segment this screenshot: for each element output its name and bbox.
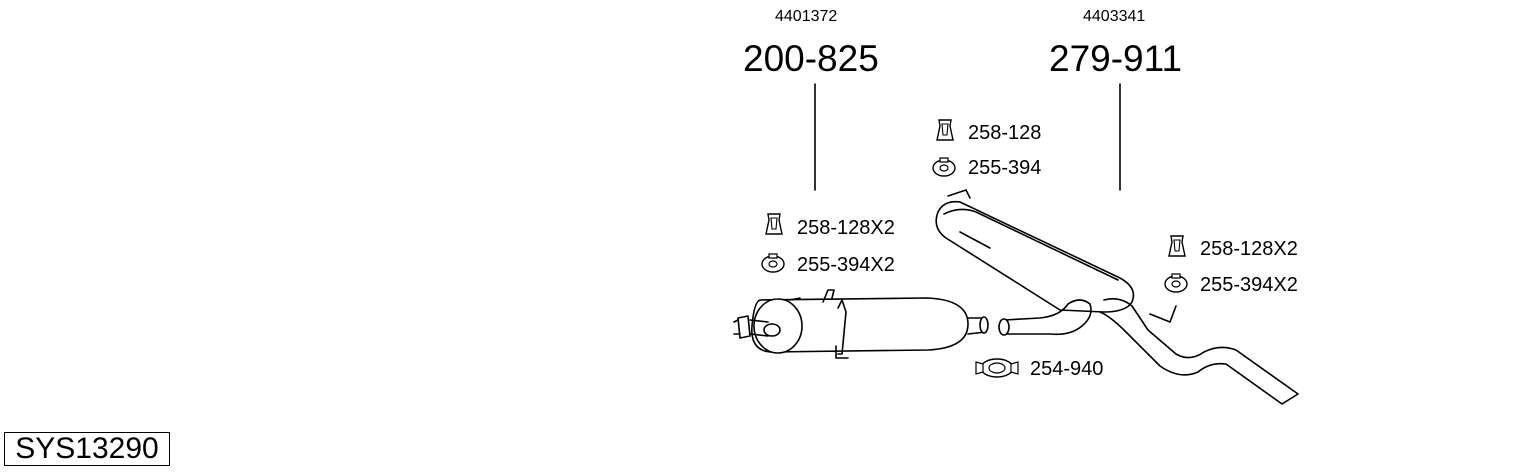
oe-number-front: 4401372 bbox=[775, 8, 838, 25]
accessory-label-clamp[interactable]: 254-940 bbox=[1030, 358, 1104, 380]
hanger-ring-icon bbox=[761, 253, 785, 273]
accessory-label-mid-rubber[interactable]: 258-128 bbox=[968, 122, 1042, 144]
front-silencer-200-825 bbox=[733, 289, 989, 359]
hanger-ring-icon bbox=[1164, 273, 1188, 293]
clamp-icon bbox=[975, 358, 1019, 378]
accessory-label-front-hanger[interactable]: 255-394X2 bbox=[797, 254, 895, 276]
rubber-mount-icon bbox=[1168, 235, 1186, 257]
accessory-label-front-rubber[interactable]: 258-128X2 bbox=[797, 217, 895, 239]
rear-silencer-279-911 bbox=[935, 189, 1299, 405]
rubber-mount-icon bbox=[936, 119, 954, 141]
system-code-box: SYS13290 bbox=[4, 432, 170, 466]
accessory-label-rear-hanger[interactable]: 255-394X2 bbox=[1200, 274, 1298, 296]
oe-number-rear: 4403341 bbox=[1083, 8, 1146, 25]
accessory-label-mid-hanger[interactable]: 255-394 bbox=[968, 157, 1042, 179]
accessory-label-rear-rubber[interactable]: 258-128X2 bbox=[1200, 238, 1298, 260]
part-number-front[interactable]: 200-825 bbox=[743, 38, 879, 79]
part-number-rear[interactable]: 279-911 bbox=[1049, 38, 1183, 79]
rubber-mount-icon bbox=[765, 213, 783, 235]
hanger-ring-icon bbox=[932, 157, 956, 177]
